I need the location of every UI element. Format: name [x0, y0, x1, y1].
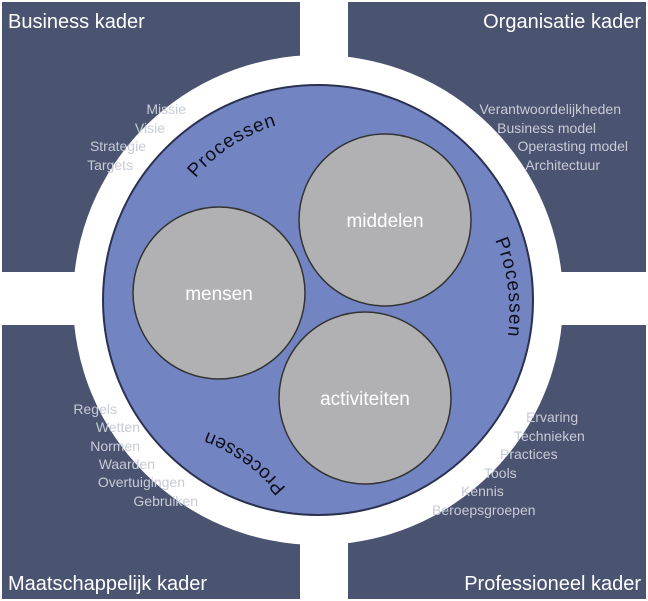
professioneel-item: Ervaring: [526, 409, 578, 425]
maatschappelijk-item: Waarden: [99, 456, 155, 472]
activiteiten-circle: [278, 311, 452, 485]
professioneel-kader-title: Professioneel kader: [464, 573, 641, 595]
business-item: Missie: [146, 101, 186, 117]
organisatie-item: Architectuur: [525, 157, 600, 173]
business-item: Targets: [87, 157, 133, 173]
maatschappelijk-item: Normen: [90, 438, 140, 454]
organisatie-kader-title: Organisatie kader: [483, 11, 641, 33]
business-item: Strategie: [90, 138, 146, 154]
professioneel-item: Tools: [484, 465, 517, 481]
professioneel-item: Practices: [500, 446, 558, 462]
business-item: Visie: [135, 120, 165, 136]
professioneel-item: Kennis: [461, 483, 504, 499]
professioneel-item: Beroepsgroepen: [432, 502, 536, 518]
middelen-label: middelen: [346, 211, 423, 232]
professioneel-item: Technieken: [514, 428, 585, 444]
organisatie-item: Verantwoordelijkheden: [479, 101, 621, 117]
maatschappelijk-kader-title: Maatschappelijk kader: [8, 573, 207, 595]
business-kader-title: Business kader: [8, 11, 145, 33]
maatschappelijk-item: Wetten: [96, 419, 140, 435]
activiteiten-label: activiteiten: [320, 389, 410, 410]
maatschappelijk-item: Gebruiken: [133, 493, 198, 509]
mensen-label: mensen: [185, 284, 253, 305]
maatschappelijk-item: Regels: [73, 401, 117, 417]
middelen-circle: [298, 133, 472, 307]
organisatie-item: Business model: [497, 120, 596, 136]
organisatie-item: Operasting model: [517, 138, 628, 154]
maatschappelijk-item: Overtuigingen: [98, 474, 185, 490]
mensen-circle: [132, 206, 306, 380]
